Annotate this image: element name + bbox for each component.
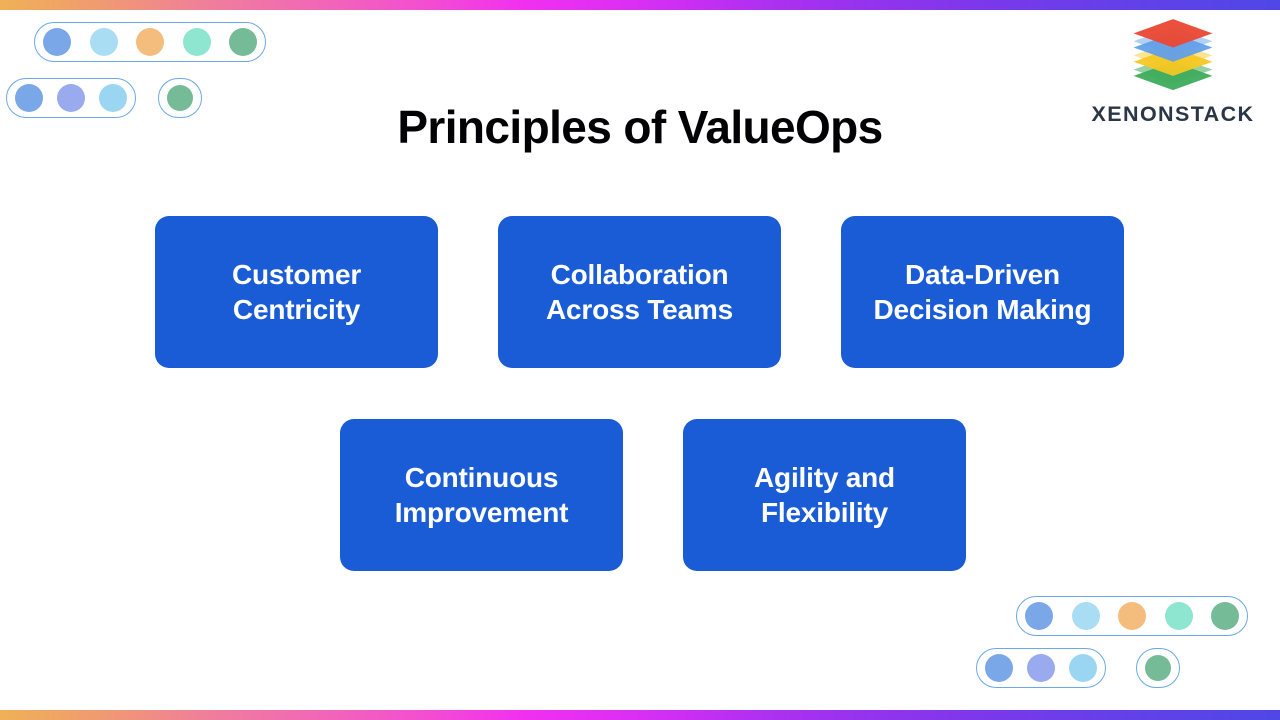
deco-pill-row-b	[976, 648, 1106, 688]
decorative-dots-bottom-right	[968, 592, 1268, 697]
deco-dot	[985, 654, 1013, 682]
deco-dot	[1164, 602, 1193, 630]
principle-card-label: Agility and Flexibility	[754, 461, 895, 528]
deco-pill-row-a	[1016, 596, 1248, 636]
deco-dot	[1027, 654, 1055, 682]
deco-dot	[57, 84, 85, 112]
decorative-dots-top-left	[0, 22, 300, 122]
page-title: Principles of ValueOps	[397, 101, 883, 153]
deco-dot	[1118, 602, 1146, 630]
deco-pill-single	[158, 78, 202, 118]
brand-name: XENONSTACK	[1091, 102, 1255, 126]
deco-dot	[15, 84, 43, 112]
brand-logo: XENONSTACK	[1088, 16, 1258, 127]
deco-dot	[167, 85, 193, 111]
deco-dot	[89, 28, 118, 56]
principle-card-customer-centricity[interactable]: Customer Centricity	[155, 216, 438, 368]
principle-card-collaboration-across-teams[interactable]: Collaboration Across Teams	[498, 216, 781, 368]
deco-dot	[43, 28, 71, 56]
deco-pill-single	[1136, 648, 1180, 688]
principle-card-data-driven-decision-making[interactable]: Data-Driven Decision Making	[841, 216, 1124, 368]
deco-dot	[229, 28, 257, 56]
deco-pill-row-a	[34, 22, 266, 62]
deco-dot	[182, 28, 211, 56]
principle-card-agility-and-flexibility[interactable]: Agility and Flexibility	[683, 419, 966, 571]
bottom-gradient-bar	[0, 710, 1280, 720]
deco-dot	[1025, 602, 1053, 630]
principles-row-1: Customer Centricity Collaboration Across…	[155, 216, 1124, 368]
principle-card-label: Continuous Improvement	[394, 461, 569, 528]
principle-card-label: Data-Driven Decision Making	[873, 258, 1092, 325]
deco-dot	[1145, 655, 1171, 681]
deco-dot	[136, 28, 164, 56]
top-gradient-bar	[0, 0, 1280, 10]
principles-row-2: Continuous Improvement Agility and Flexi…	[340, 419, 966, 571]
deco-pill-row-b	[6, 78, 136, 118]
principle-card-label: Customer Centricity	[231, 258, 362, 325]
stacked-layers-icon	[1133, 19, 1213, 91]
principle-card-continuous-improvement[interactable]: Continuous Improvement	[340, 419, 623, 571]
deco-dot	[1211, 602, 1239, 630]
deco-dot	[99, 84, 127, 112]
deco-dot	[1069, 654, 1097, 682]
deco-dot	[1071, 602, 1100, 630]
principle-card-label: Collaboration Across Teams	[546, 258, 733, 325]
